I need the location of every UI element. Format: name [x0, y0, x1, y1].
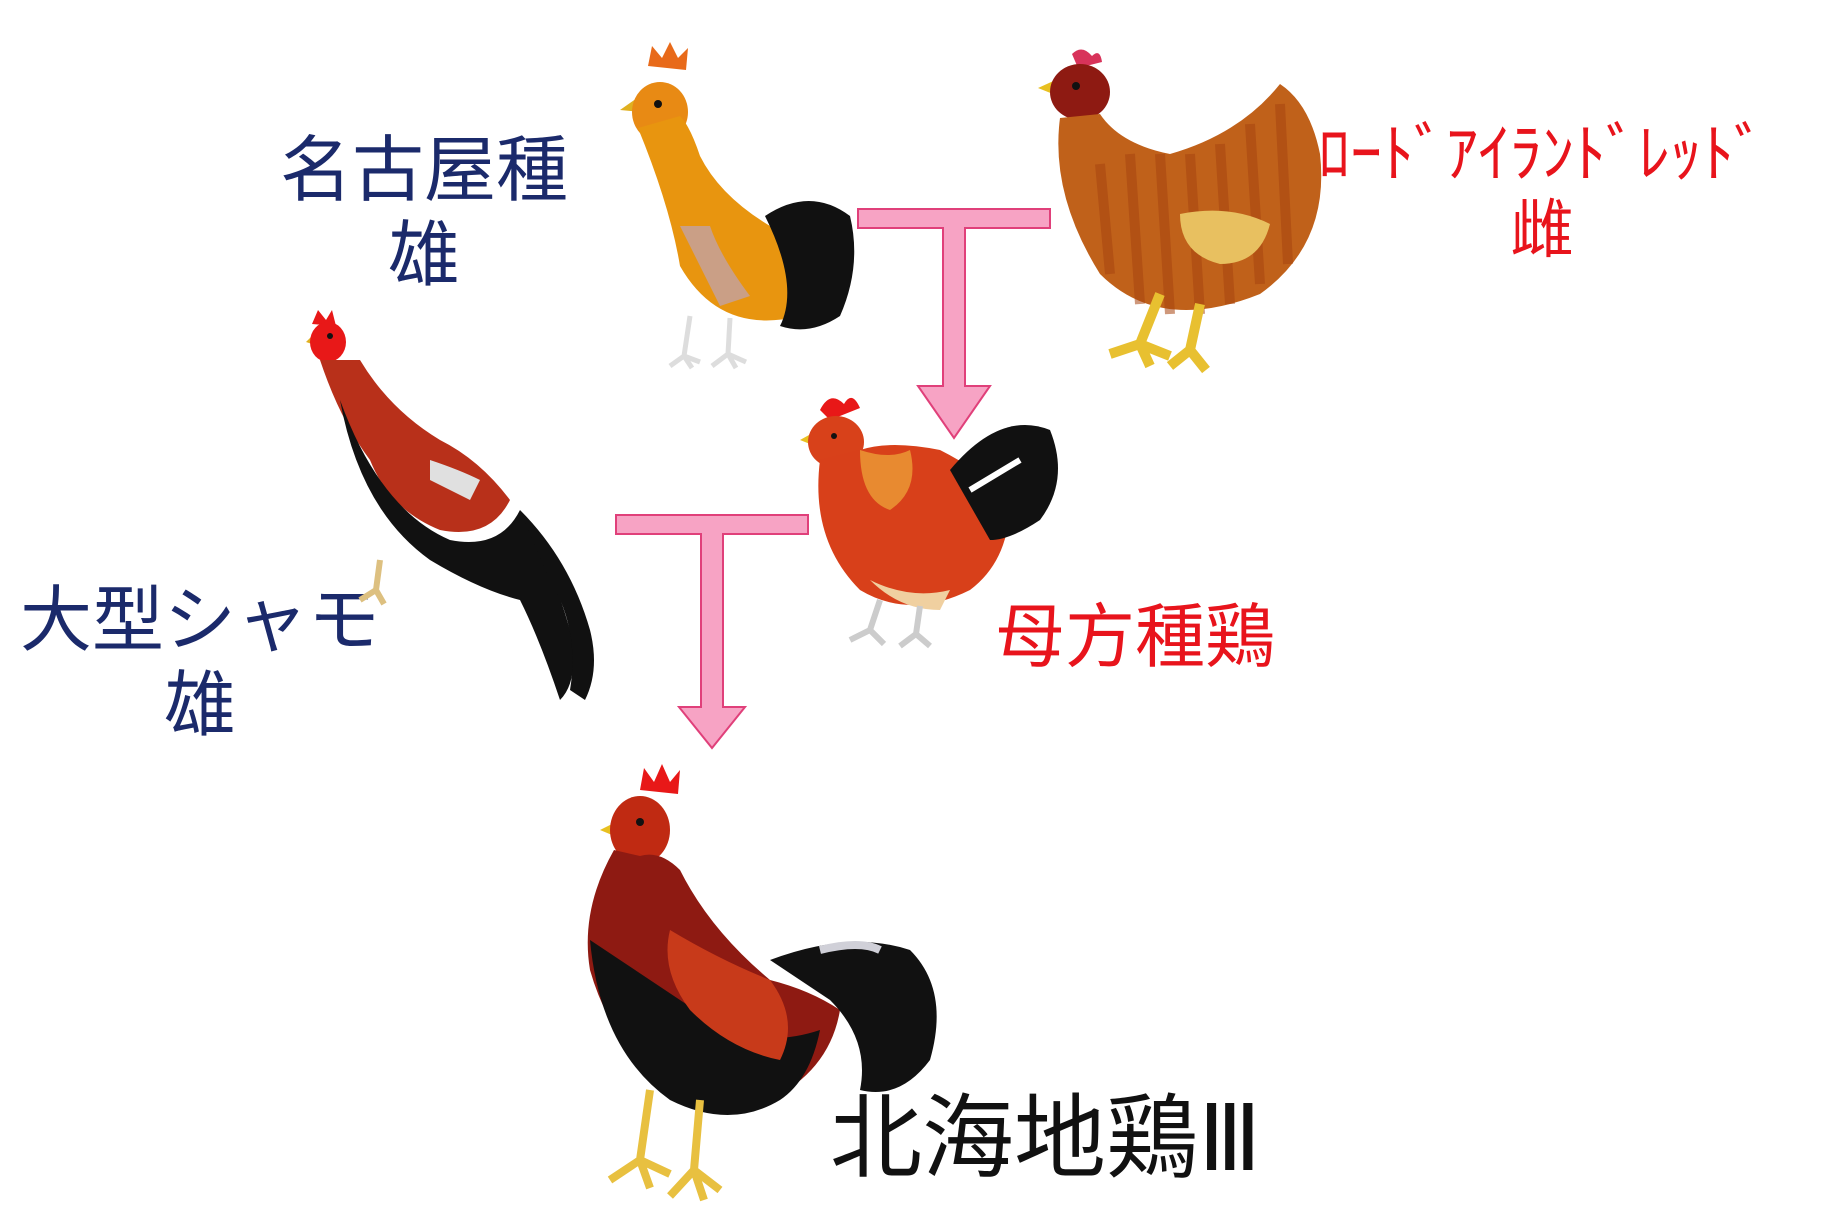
- large-shamo-rooster-image: [306, 310, 594, 700]
- maternal-breeder-label: 母方種鶏: [995, 596, 1275, 678]
- nagoya-sex: 雄: [388, 212, 461, 297]
- nagoya-rooster-label: 名古屋種 雄: [280, 128, 568, 298]
- rhode-island-red-hen-label: ﾛｰﾄﾞｱｲﾗﾝﾄﾞﾚｯﾄﾞ 雌: [1318, 118, 1766, 269]
- rir-breed-name: ﾛｰﾄﾞｱｲﾗﾝﾄﾞﾚｯﾄﾞ: [1318, 118, 1766, 192]
- nagoya-rooster-image: [620, 42, 855, 370]
- shamo-sex: 雄: [164, 662, 237, 747]
- cross-arrow-shamo-x-maternal: [615, 514, 809, 750]
- rir-sex: 雌: [1510, 193, 1574, 268]
- hokkai-jidori-3-label: 北海地鶏Ⅲ: [830, 1085, 1262, 1192]
- cross-arrow-nagoya-x-rir: [857, 208, 1051, 440]
- shamo-breed-name: 大型シャモ: [20, 578, 381, 662]
- rhode-island-red-hen-image: [1038, 49, 1322, 374]
- nagoya-breed-name: 名古屋種: [280, 128, 569, 212]
- maternal-breeder-hen-image: [800, 397, 1058, 649]
- large-shamo-rooster-label: 大型シャモ 雄: [20, 578, 380, 748]
- hokkai-jidori-3-rooster-image: [587, 764, 937, 1202]
